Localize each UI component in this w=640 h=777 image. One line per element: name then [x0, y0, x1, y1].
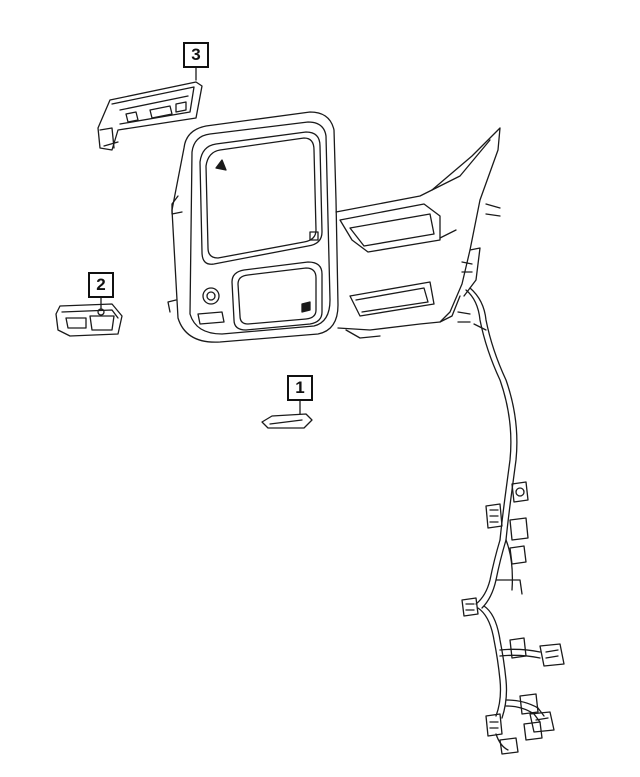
callout-1: 1: [287, 375, 313, 401]
part-2-puddle-lamp: [55, 303, 123, 337]
part-1-bracket: [261, 413, 313, 429]
wiring-harness: [461, 287, 565, 755]
leader-lines: [100, 67, 301, 415]
callout-2: 2: [88, 272, 114, 298]
callout-3: 3: [183, 42, 209, 68]
part-3-mirror-cap: [97, 81, 203, 151]
mirror-housing: [167, 111, 339, 343]
mirror-arm: [335, 127, 501, 339]
